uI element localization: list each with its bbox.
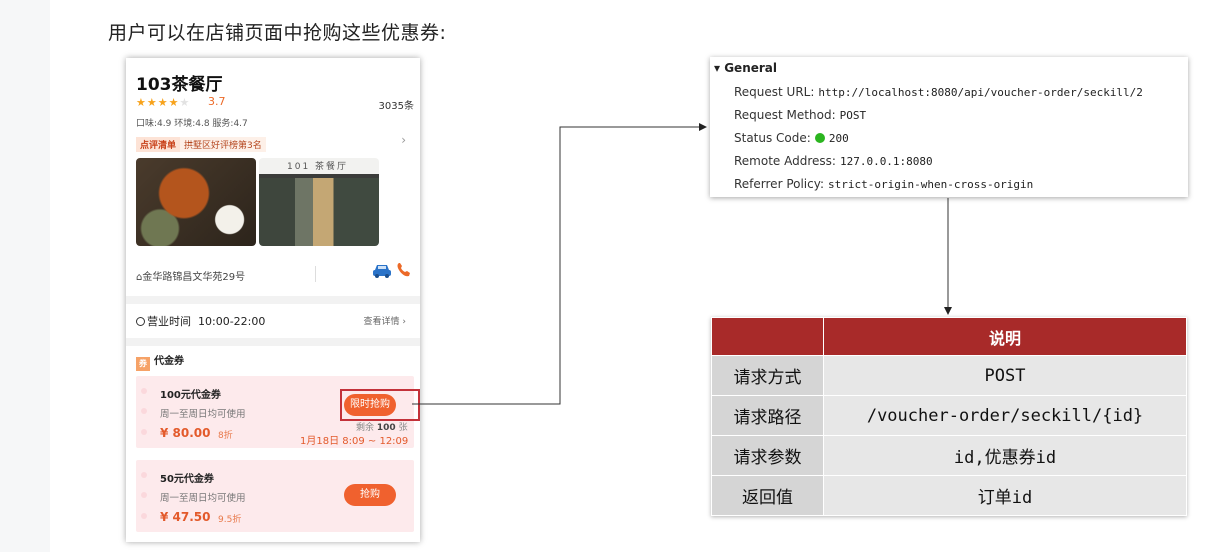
section-gap [126,338,420,346]
highlight-box [340,389,420,421]
rating-stars-icon: ★★★★★ [136,96,190,109]
voucher-name: 50元代金券 [160,474,214,485]
voucher-desc: 周一至周日均可使用 [160,409,246,420]
buy-button[interactable]: 抢购 [344,484,396,506]
decor-dot [141,408,147,414]
decor-dot [141,492,147,498]
arrow-to-general [412,123,707,405]
voucher-price: ¥ 80.00 [160,426,211,440]
row-value: POST [823,355,1187,396]
voucher-badge-icon: 券 [136,357,150,371]
row-label: 请求路径 [711,395,824,436]
address-text: 金华路锦昌文华苑29号 [142,272,246,283]
star-off: ★ [179,96,191,109]
page-heading: 用户可以在店铺页面中抢购这些优惠券: [108,22,447,44]
shop-address[interactable]: ⌂金华路锦昌文华苑29号 [136,268,245,283]
shop-page-mockup: 103茶餐厅 ★★★★★ 3.7 3035条 口味:4.9 环境:4.8 服务:… [126,58,420,542]
clock-icon [136,317,145,326]
phone-icon[interactable] [396,262,412,278]
rank-row[interactable]: 点评清单拱墅区好评榜第3名 › [136,133,410,152]
status-ok-icon [814,133,825,143]
general-section-title[interactable]: ▾ General [714,61,777,75]
storefront-sign: 101 茶餐厅 [287,162,349,172]
row-value: 订单id [823,475,1187,516]
table-header-empty [711,317,824,356]
star-on: ★★★★ [136,96,180,109]
business-hours-row[interactable]: 营业时间 10:00-22:00 查看详情 › [136,313,410,329]
row-value: /voucher-order/seckill/{id} [823,395,1187,436]
rating-score: 3.7 [208,95,226,108]
decor-dot [141,429,147,435]
table-header: 说明 [823,317,1187,356]
shop-photo-food[interactable] [136,158,256,246]
status-code-row: Status Code:200 [734,131,849,145]
shop-name: 103茶餐厅 [136,75,223,95]
left-margin-bar [0,0,50,552]
table-row: 请求方式 POST [711,355,1187,396]
rank-text: 拱墅区好评榜第3名 [180,137,266,152]
request-method-row: Request Method:POST [734,108,867,122]
table-header-row: 说明 [711,317,1187,356]
voucher-section-label: 代金券 [154,356,184,367]
referrer-policy-row: Referrer Policy:strict-origin-when-cross… [734,177,1034,191]
voucher-price: ¥ 47.50 [160,510,211,524]
sub-scores: 口味:4.9 环境:4.8 服务:4.7 [136,119,248,129]
car-icon[interactable] [372,263,392,279]
voucher-card: 100元代金券 周一至周日均可使用 ¥ 80.00 8折 限时抢购 剩余 100… [136,376,420,448]
voucher-section-title: 券代金券 [136,352,184,371]
table-row: 请求路径 /voucher-order/seckill/{id} [711,395,1187,436]
chevron-right-icon: › [401,133,406,147]
remote-address-row: Remote Address:127.0.0.1:8080 [734,154,933,168]
api-spec-table: 说明 请求方式 POST 请求路径 /voucher-order/seckill… [711,317,1187,516]
voucher-name: 100元代金券 [160,390,221,401]
decor-dot [141,513,147,519]
hours-label: 营业时间 [147,315,191,328]
flash-buy-button[interactable]: 限时抢购 [344,394,396,416]
voucher-card: 50元代金券 周一至周日均可使用 ¥ 47.50 9.5折 抢购 [136,460,414,532]
review-count[interactable]: 3035条 [378,101,414,112]
voucher-desc: 周一至周日均可使用 [160,493,246,504]
voucher-stock: 剩余 100 张 [356,423,408,433]
divider [315,266,316,282]
row-label: 请求方式 [711,355,824,396]
voucher-discount: 8折 [218,431,233,441]
rank-tag: 点评清单 [136,137,181,152]
devtools-general-panel: ▾ General Request URL:http://localhost:8… [710,57,1188,197]
section-gap [126,296,420,304]
shop-photo-storefront[interactable]: 101 茶餐厅 [259,158,379,246]
decor-dot [141,472,147,478]
voucher-discount: 9.5折 [218,515,242,525]
hours-value: 10:00-22:00 [198,315,266,328]
hours-detail-link[interactable]: 查看详情 › [363,317,406,327]
voucher-time: 1月18日 8:09 ~ 12:09 [300,436,409,447]
table-row: 返回值 订单id [711,475,1187,516]
request-url-row: Request URL:http://localhost:8080/api/vo… [734,85,1143,99]
decor-dot [141,388,147,394]
location-icon: ⌂ [136,272,143,283]
row-label: 返回值 [711,475,824,516]
